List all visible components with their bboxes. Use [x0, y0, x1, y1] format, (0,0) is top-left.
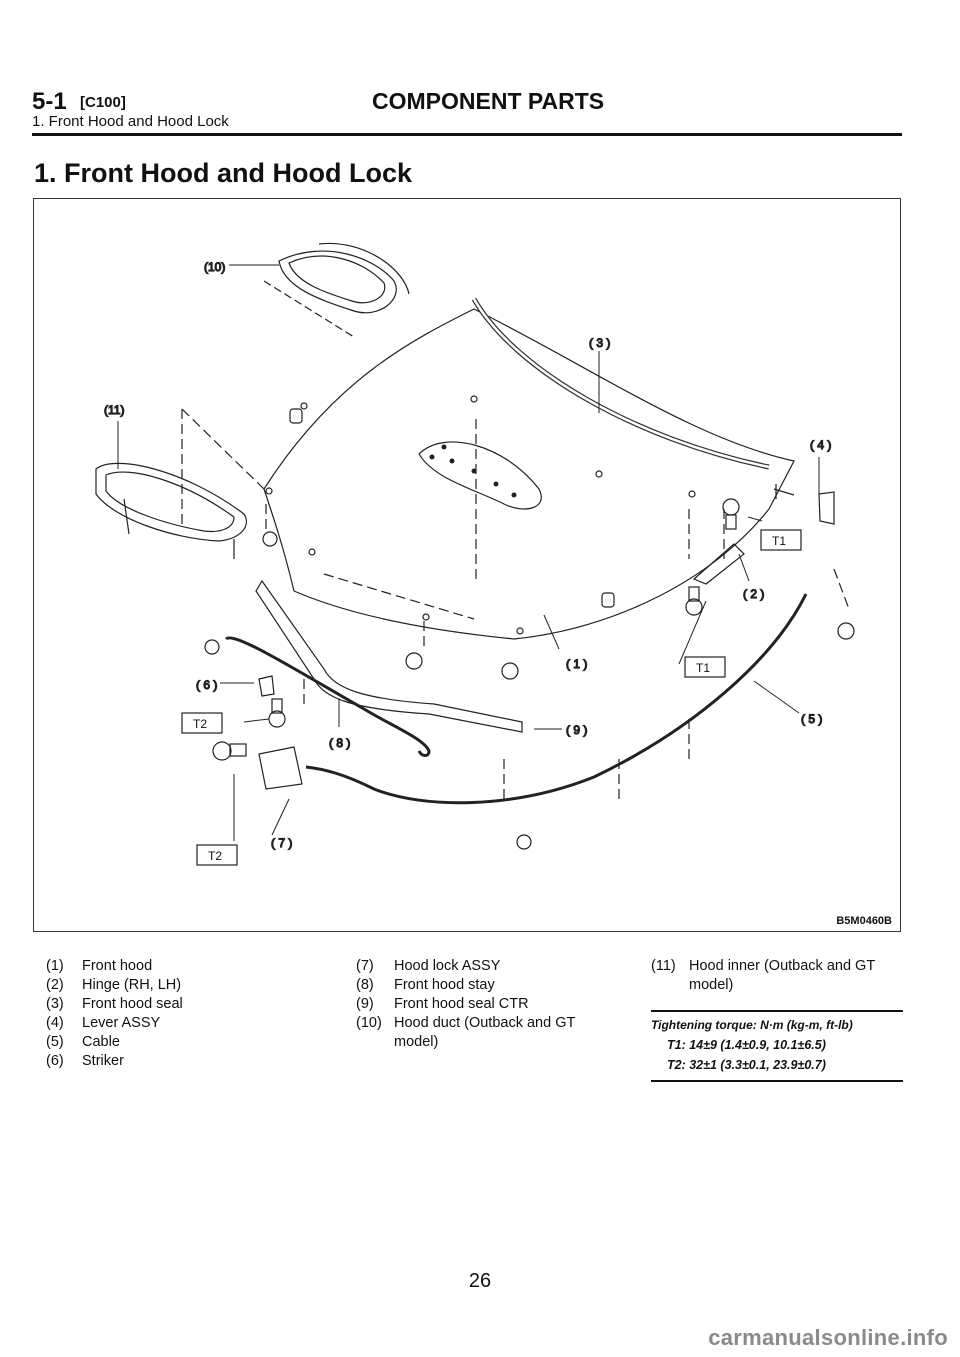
front-hood-outline: [263, 308, 795, 640]
section-number: 5-1: [32, 88, 67, 115]
svg-text:T2: T2: [208, 849, 222, 863]
section-code: [C100]: [80, 94, 126, 111]
section-subtitle: 1. Front Hood and Hood Lock: [32, 113, 229, 130]
torque-t1: T1: 14±9 (1.4±0.9, 10.1±6.5): [667, 1038, 826, 1052]
legend-column-3: (11)Hood inner (Outback and GT model): [651, 957, 875, 995]
legend-column-2: (7)Hood lock ASSY (8)Front hood stay (9)…: [356, 957, 575, 1052]
svg-text:T2: T2: [193, 717, 207, 731]
front-hood-seal: [471, 297, 770, 470]
callout-11: (11): [104, 403, 124, 417]
front-hood-seal-ctr: [255, 579, 523, 733]
legend-item: (5)Cable: [46, 1034, 120, 1050]
svg-text:T1: T1: [772, 534, 786, 548]
callout-5: ( 5 ): [801, 712, 822, 726]
legend-item: (11)Hood inner (Outback and GT model): [651, 958, 876, 993]
front-hood-stay: [224, 636, 431, 757]
svg-text:T1: T1: [696, 661, 710, 675]
torque-box-t1-lower: T1: [684, 656, 726, 678]
hood-duct: [263, 242, 410, 338]
leader-lines: [117, 264, 820, 841]
legend-item: (10)Hood duct (Outback and GT model): [356, 1015, 576, 1050]
legend-item: (9)Front hood seal CTR: [356, 996, 529, 1012]
legend-item: (6)Striker: [46, 1053, 124, 1069]
callout-4: ( 4 ): [810, 438, 831, 452]
assembly-lines: [181, 408, 850, 799]
hinge: [692, 543, 745, 585]
hood-release-cable: [305, 593, 808, 805]
header-rule: [32, 133, 902, 136]
callout-2: ( 2 ): [743, 587, 764, 601]
bolts: [204, 498, 855, 850]
exploded-diagram: (10) (11) ( 3 ) ( 4 ) ( 2 ) ( 1 ) ( 6 ) …: [33, 198, 901, 932]
hood-holes: [265, 395, 696, 635]
page-title: 1. Front Hood and Hood Lock: [34, 158, 412, 188]
callout-7: ( 7 ): [271, 836, 292, 850]
figure-id: B5M0460B: [836, 915, 892, 927]
callout-3: ( 3 ): [589, 336, 610, 350]
scoop-holes: [429, 444, 517, 498]
legend-item: (4)Lever ASSY: [46, 1015, 161, 1031]
callout-6: ( 6 ): [196, 678, 217, 692]
legend-item: (7)Hood lock ASSY: [356, 958, 501, 974]
torque-t2: T2: 32±1 (3.3±0.1, 23.9±0.7): [667, 1058, 826, 1072]
torque-heading: Tightening torque: N·m (kg-m, ft-lb): [651, 1018, 853, 1032]
lever-assy: [818, 491, 835, 525]
watermark: carmanualsonline.info: [708, 1325, 948, 1350]
callout-10: (10): [204, 260, 225, 274]
callout-8: ( 8 ): [329, 736, 350, 750]
page-number: 26: [468, 1270, 492, 1292]
callout-9: ( 9 ): [566, 723, 587, 737]
torque-box-t1-hinge: T1: [760, 529, 802, 551]
legend-item: (2)Hinge (RH, LH): [46, 977, 182, 993]
legend-item: (3)Front hood seal: [46, 996, 183, 1012]
tightening-torque-box: Tightening torque: N·m (kg-m, ft-lb) T1:…: [651, 1010, 903, 1082]
callout-1: ( 1 ): [566, 657, 587, 671]
legend-column-1: (1)Front hood (2)Hinge (RH, LH) (3)Front…: [46, 957, 183, 1071]
hood-bumper: [601, 592, 615, 608]
hood-lock-assy: [258, 746, 303, 790]
diagram-drawing: (10) (11) ( 3 ) ( 4 ) ( 2 ) ( 1 ) ( 6 ) …: [95, 242, 855, 866]
section-title: COMPONENT PARTS: [372, 88, 605, 114]
hood-scoop-opening: [418, 441, 542, 510]
legend-item: (1)Front hood: [46, 958, 153, 974]
legend-item: (8)Front hood stay: [356, 977, 495, 993]
striker: [258, 675, 275, 697]
hood-inner: [95, 462, 247, 559]
torque-box-t2-lock: T2: [196, 844, 238, 866]
hood-bumper: [289, 408, 303, 424]
torque-box-t2-striker: T2: [181, 712, 223, 734]
